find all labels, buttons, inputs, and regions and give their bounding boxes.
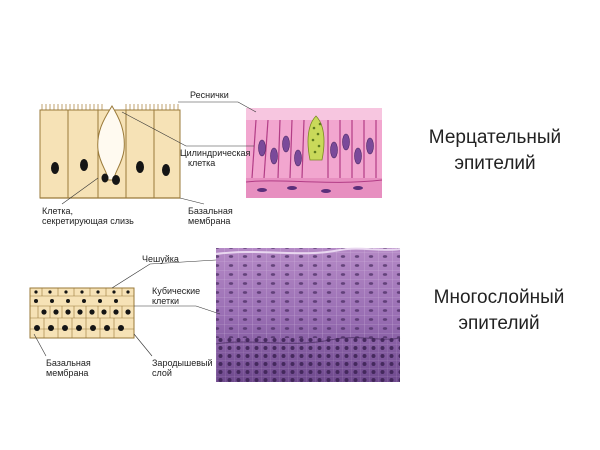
label-cilia: Реснички (190, 90, 229, 100)
title-stratified-line1: Многослойный (433, 287, 565, 308)
ciliated-leader-lines (61, 101, 257, 205)
label-cuboidal-line2: клетки (152, 296, 180, 306)
nuclei (51, 159, 170, 185)
title-ciliated-line2: эпителий (454, 153, 536, 174)
title-stratified-line2: эпителий (458, 313, 540, 334)
title-ciliated-line1: Мерцательный (428, 127, 562, 148)
cilia-fringe (41, 104, 179, 110)
label-columnar-cell-line2: клетка (188, 158, 216, 168)
label-basal-membrane-top-line2: мембрана (188, 216, 231, 226)
label-basal-membrane-bottom-line2: мембрана (46, 368, 89, 378)
label-basal-membrane-top-line1: Базальная (188, 206, 233, 216)
label-goblet-cell-line2: секретирующая слизь (42, 216, 134, 226)
label-columnar-cell-line1: Цилиндрическая (180, 148, 251, 158)
goblet-cell (97, 105, 125, 181)
label-goblet-cell-line1: Клетка, (42, 206, 73, 216)
ciliated-micrograph (245, 108, 383, 198)
label-germinal-layer-line1: Зародышевый (152, 358, 213, 368)
label-basal-membrane-bottom-line1: Базальная (46, 358, 91, 368)
label-scale: Чешуйка (142, 254, 179, 264)
ciliated-schematic (39, 104, 181, 199)
stratified-micrograph (215, 247, 401, 382)
stratified-schematic (29, 287, 135, 339)
label-cuboidal-line1: Кубические (152, 286, 201, 296)
stratified-leader-lines (33, 259, 221, 357)
label-germinal-layer-line2: слой (152, 368, 172, 378)
